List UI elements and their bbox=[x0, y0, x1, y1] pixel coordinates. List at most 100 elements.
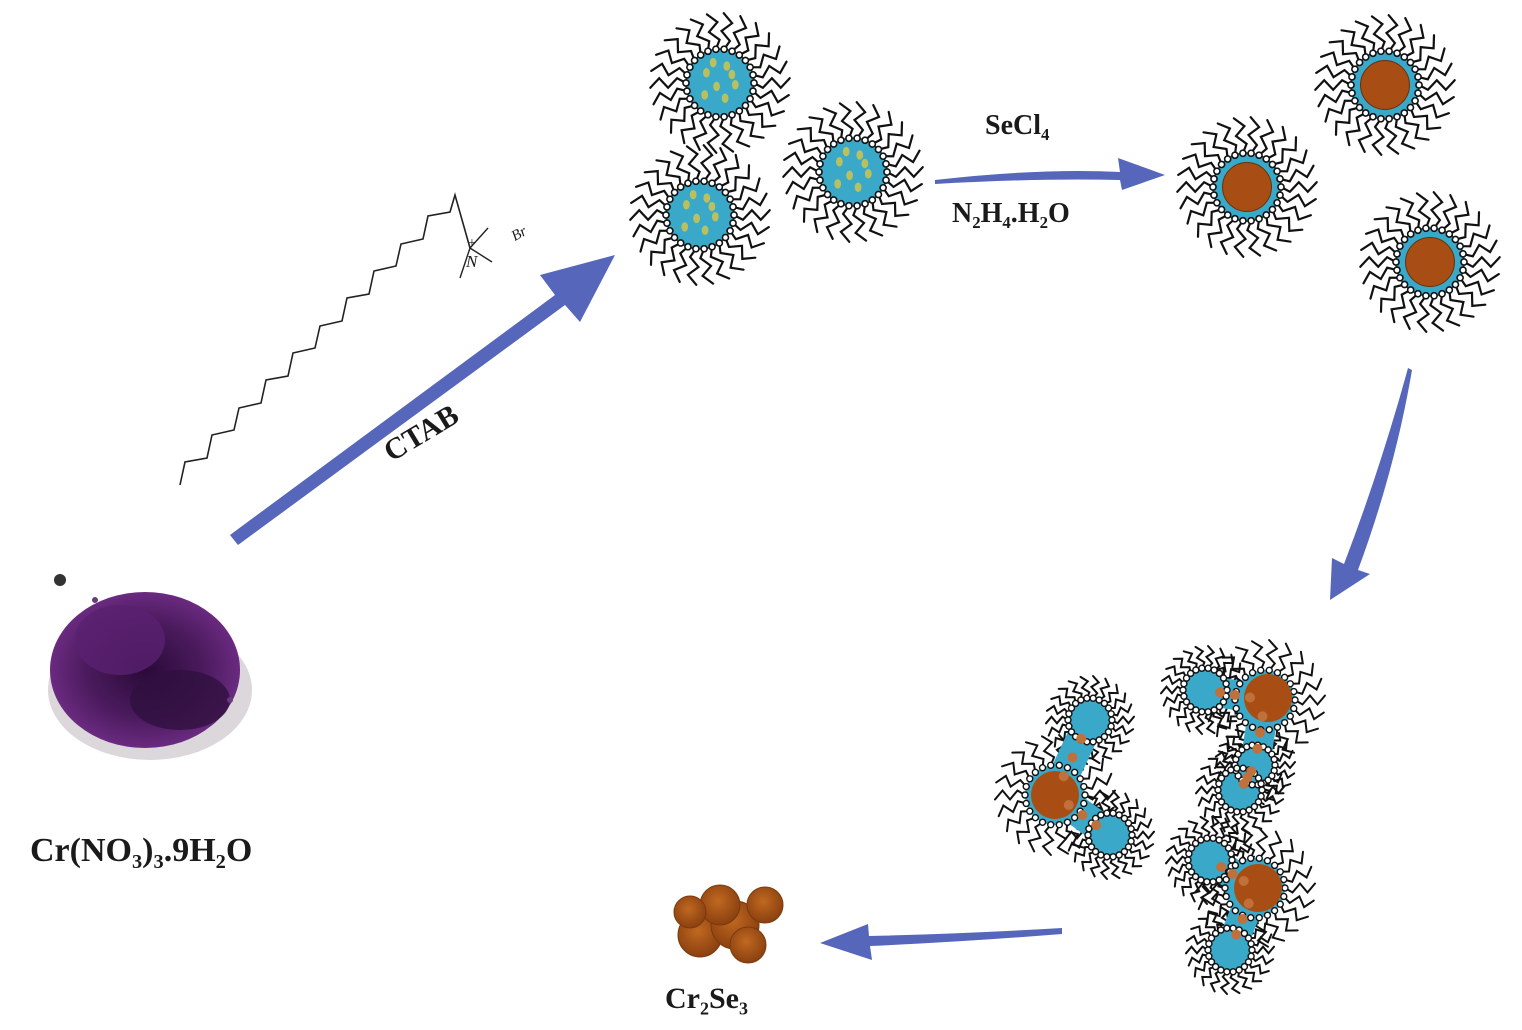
small-particle bbox=[1077, 810, 1088, 820]
head-group bbox=[1124, 843, 1133, 851]
head-group bbox=[1070, 813, 1079, 822]
head-group bbox=[1182, 674, 1191, 682]
surfactant-tail bbox=[1099, 790, 1111, 815]
surfactant-tail bbox=[1073, 845, 1093, 863]
head-group bbox=[1100, 699, 1109, 708]
cr-ion-seed bbox=[728, 69, 736, 80]
head-group bbox=[1203, 878, 1211, 886]
surfactant-tail bbox=[1409, 34, 1436, 64]
surfactant-tail bbox=[719, 12, 734, 51]
cr-ion-seed bbox=[842, 146, 850, 157]
head-group bbox=[1236, 680, 1244, 688]
surfactant-tail bbox=[738, 21, 760, 57]
head-group bbox=[730, 211, 738, 219]
surfactant-tail bbox=[1185, 934, 1210, 946]
surfactant-tail bbox=[1260, 794, 1285, 806]
fused-micelle-lobe bbox=[1068, 698, 1112, 742]
surfactant-tail bbox=[1233, 219, 1248, 258]
small-particle bbox=[1238, 778, 1249, 789]
head-group bbox=[1222, 875, 1230, 884]
head-group bbox=[682, 79, 690, 87]
head-group bbox=[1265, 725, 1273, 734]
ctab-methyl-bond bbox=[469, 247, 493, 263]
head-group bbox=[1047, 820, 1055, 829]
head-group bbox=[1197, 876, 1205, 884]
small-particle bbox=[1227, 869, 1238, 879]
head-group bbox=[704, 47, 712, 56]
surfactant-tail bbox=[718, 241, 745, 271]
head-group bbox=[1255, 214, 1263, 223]
head-group bbox=[686, 94, 694, 103]
head-group bbox=[1226, 900, 1234, 908]
head-group bbox=[1207, 934, 1216, 942]
head-group bbox=[1245, 806, 1253, 814]
head-group bbox=[1247, 854, 1255, 863]
head-group bbox=[816, 160, 824, 168]
head-group bbox=[1276, 900, 1284, 908]
head-group bbox=[1414, 73, 1422, 81]
head-group bbox=[1280, 673, 1289, 682]
head-group bbox=[683, 71, 691, 79]
cr2se3-particle bbox=[1031, 771, 1079, 819]
head-group bbox=[721, 188, 730, 197]
surfactant-tail bbox=[1416, 91, 1455, 106]
surfactant-tail bbox=[749, 97, 785, 117]
surfactant-tail bbox=[1123, 798, 1139, 820]
surfactant-tail bbox=[871, 198, 898, 228]
head-group bbox=[1369, 49, 1377, 58]
surfactant-tail bbox=[1185, 945, 1209, 955]
head-group bbox=[879, 183, 887, 192]
head-group bbox=[1185, 862, 1193, 870]
head-group bbox=[663, 203, 671, 211]
surfactant-tail bbox=[1216, 122, 1238, 157]
head-group bbox=[746, 94, 754, 103]
head-group bbox=[741, 56, 750, 65]
surfactant-tail bbox=[1197, 917, 1217, 935]
head-group bbox=[1210, 666, 1218, 674]
head-group bbox=[1347, 81, 1355, 89]
head-group bbox=[1067, 704, 1076, 712]
ctab-methyl-bond bbox=[459, 247, 471, 279]
surfactant-tail bbox=[1454, 283, 1487, 308]
surfactant-tail bbox=[744, 32, 771, 62]
head-group bbox=[1221, 769, 1230, 778]
head-group bbox=[1065, 710, 1073, 718]
head-group bbox=[1103, 809, 1111, 817]
head-group bbox=[1406, 58, 1415, 67]
head-group bbox=[1277, 183, 1285, 191]
head-group bbox=[1258, 786, 1266, 794]
surfactant-tail bbox=[1258, 119, 1275, 157]
head-group bbox=[1097, 851, 1105, 859]
surfactant-tail bbox=[1160, 674, 1185, 686]
surfactant-tail bbox=[1384, 14, 1399, 53]
head-group bbox=[1100, 732, 1109, 741]
surfactant-tail bbox=[655, 49, 691, 69]
head-group bbox=[1385, 114, 1393, 123]
surfactant-tail bbox=[1266, 830, 1283, 862]
surfactant-tail bbox=[1276, 201, 1312, 221]
surfactant-tail bbox=[822, 107, 844, 142]
head-group bbox=[1022, 799, 1030, 808]
arrow-down bbox=[1330, 368, 1412, 600]
surfactant-tail bbox=[1081, 850, 1097, 872]
surfactant-tail bbox=[711, 147, 728, 185]
surfactant-tail bbox=[1045, 704, 1070, 716]
reagent-secl4-label: SeCl4 bbox=[985, 110, 1050, 144]
small-particle bbox=[1255, 727, 1265, 738]
surfactant-tail bbox=[1089, 854, 1102, 878]
head-group bbox=[1097, 811, 1105, 819]
surfactant-tail bbox=[731, 15, 748, 53]
head-group bbox=[1239, 216, 1247, 225]
surfactant-tail bbox=[1173, 870, 1193, 888]
head-group bbox=[1215, 780, 1223, 788]
head-group bbox=[868, 196, 877, 204]
head-group bbox=[1109, 853, 1117, 861]
surfactant-tail bbox=[1246, 116, 1261, 155]
head-group bbox=[868, 140, 877, 148]
surfactant-tail bbox=[1241, 828, 1256, 860]
cr-ion-seed bbox=[721, 93, 729, 104]
head-group bbox=[1038, 818, 1047, 826]
surfactant-tail bbox=[1182, 153, 1218, 173]
head-group bbox=[1076, 775, 1084, 783]
